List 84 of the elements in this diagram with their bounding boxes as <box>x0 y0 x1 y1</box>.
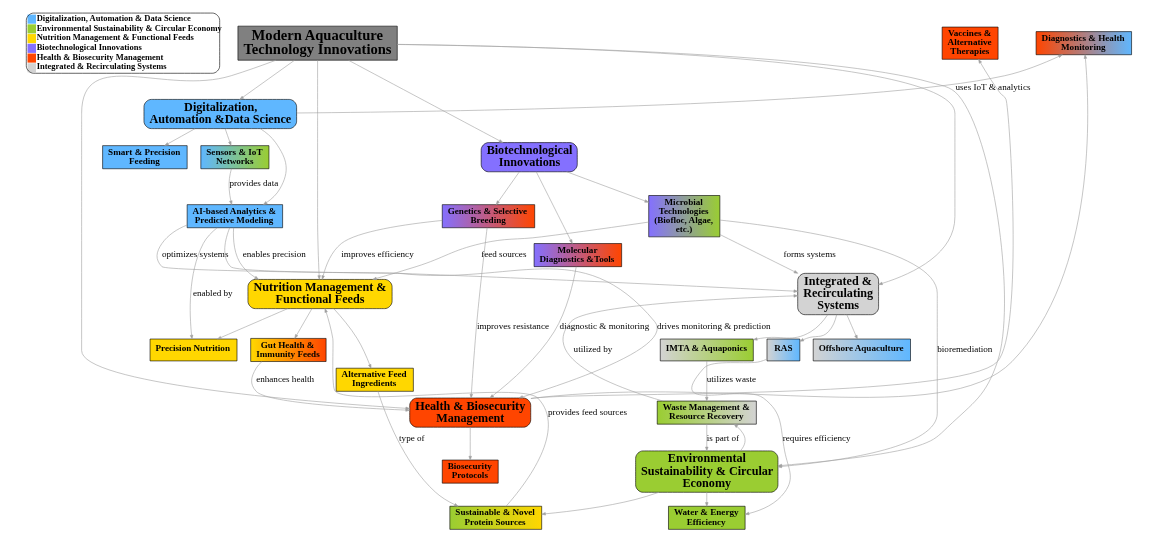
arrow <box>704 492 708 507</box>
legend-label: Biotechnological Innovations <box>36 41 142 52</box>
node-box: Molecular Diagnostics &Tools <box>533 243 622 267</box>
arrow <box>259 128 286 205</box>
edge-label: is part of <box>706 433 739 444</box>
node-box: Digitalization, Automation &Data Science <box>143 99 297 129</box>
edge-label: bioremediation <box>936 344 992 355</box>
arrow <box>562 294 798 402</box>
arrow <box>80 59 410 410</box>
arrow <box>468 427 472 461</box>
arrow <box>239 59 295 100</box>
arrow <box>704 360 708 402</box>
node-box: Biotechnological Innovations <box>480 142 578 173</box>
arrow <box>224 128 231 146</box>
node-box: Genetics & Selective Breeding <box>441 204 535 229</box>
node-box: Environmental Sustainability & Circular Economy <box>634 450 778 493</box>
node-box: Sensors & IoT Networks <box>200 145 269 170</box>
arrow <box>294 308 312 339</box>
arrow <box>691 358 791 516</box>
arrow <box>733 423 745 452</box>
legend-label: Environmental Sustainability & Circular Economy <box>36 22 222 33</box>
node-box: RAS <box>766 338 800 362</box>
node-box: Smart & Precision Feeding <box>101 145 187 170</box>
arrow <box>333 308 371 369</box>
edge-label: provides data <box>228 177 278 188</box>
arrow <box>535 171 573 244</box>
node-box: Microbial Technologies (Biofloc, Algae, etc.) <box>647 195 720 238</box>
arrow <box>704 424 708 452</box>
arrow <box>250 361 410 412</box>
arrow <box>752 314 828 341</box>
legend-label: Integrated & Recirculating Systems <box>36 61 167 72</box>
arrow <box>295 54 1063 114</box>
edge-label: enhances health <box>255 373 314 384</box>
arrow <box>495 171 519 205</box>
arrow <box>216 308 288 340</box>
arrow <box>846 314 858 340</box>
node-box: Nutrition Management & Functional Feeds <box>247 279 392 309</box>
node-box: Waste Management & Resource Recovery <box>656 400 757 425</box>
legend-label: Nutrition Management & Functional Feeds <box>36 32 194 43</box>
edge-label: type of <box>398 433 425 444</box>
arrow <box>189 227 217 340</box>
node-box: Biosecurity Protocols <box>441 459 498 484</box>
arrow <box>232 227 259 280</box>
arrow <box>347 60 503 143</box>
edge-label: feed sources <box>480 249 526 260</box>
edge-label: uses IoT & analytics <box>955 81 1030 92</box>
node-box: AI-based Analytics & Predictive Modeling <box>186 204 283 229</box>
arrow <box>223 227 657 399</box>
node-box: Modern Aquaculture Technology Innovations <box>237 25 398 61</box>
arrow <box>540 491 659 516</box>
arrow <box>719 234 798 274</box>
node-box: Gut Health & Immunity Feeds <box>249 338 326 362</box>
node-box: Alternative Feed Ingredients <box>335 367 414 392</box>
edge-label: provides feed sources <box>547 406 627 417</box>
edge-label: drives monitoring & prediction <box>656 320 771 331</box>
edge-label: diagnostic & monitoring <box>559 320 649 331</box>
edge-label: utilizes waste <box>706 373 756 384</box>
edge-label: improves resistance <box>476 320 549 331</box>
arrow <box>228 168 232 205</box>
edge-label: utilized by <box>573 344 612 355</box>
arrow <box>489 266 576 399</box>
arrow <box>566 171 649 203</box>
arrow <box>163 128 195 146</box>
edge-label: enabled by <box>192 288 233 299</box>
edge-label: optimizes systems <box>161 249 228 260</box>
edge-label: improves efficiency <box>340 249 414 260</box>
arrow <box>377 391 458 507</box>
edge-label: requires efficiency <box>782 433 851 444</box>
node-box: Water & Energy Efficiency <box>667 505 745 530</box>
node-box: Vaccines & Alternative Therapies <box>941 26 998 60</box>
arrow <box>156 224 798 293</box>
edge-label: enables precision <box>242 249 306 260</box>
node-box: Offshore Aquaculture <box>812 338 911 362</box>
node-box: IMTA & Aquaponics <box>659 338 754 362</box>
arrow <box>321 220 443 280</box>
legend-label: Digitalization, Automation & Data Science <box>36 12 191 23</box>
arrow <box>799 314 837 342</box>
arrow <box>324 308 549 507</box>
arrow <box>469 227 487 399</box>
arrow <box>316 60 321 280</box>
node-box: Integrated & Recirculating Systems <box>796 273 879 315</box>
legend-label: Health & Biosecurity Management <box>36 51 163 62</box>
edge-label: forms systems <box>782 249 836 260</box>
arrow <box>372 221 649 280</box>
